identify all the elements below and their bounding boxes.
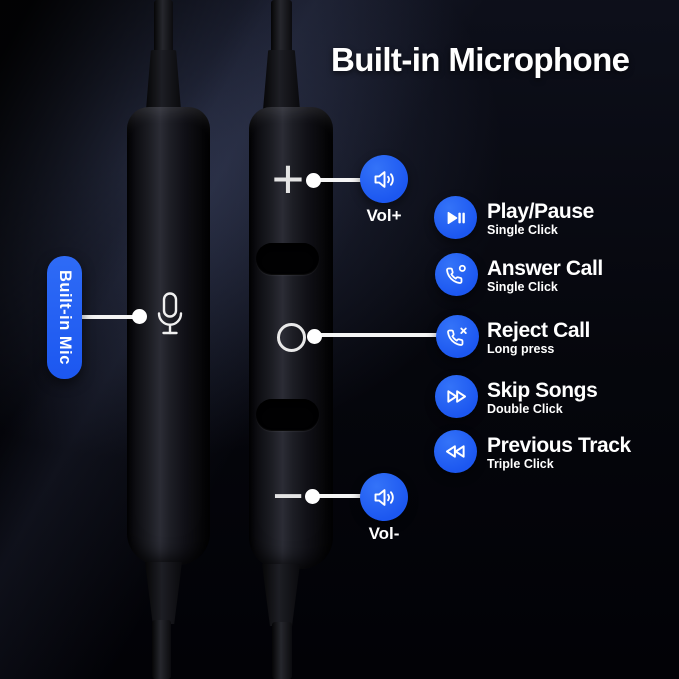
play-pause-icon bbox=[447, 211, 465, 224]
remote-groove-top bbox=[256, 243, 319, 275]
feature-name: Reject Call bbox=[487, 319, 590, 342]
remote-groove-bottom bbox=[256, 399, 319, 431]
skip-songs-icon bbox=[447, 390, 467, 403]
left-strain-relief-bottom bbox=[145, 562, 182, 624]
left-cable-bottom bbox=[152, 620, 171, 679]
feature-action: Single Click bbox=[487, 280, 558, 294]
feature-badge bbox=[436, 315, 479, 358]
vol-up-callout-line bbox=[312, 178, 362, 182]
mic-callout-dot bbox=[132, 309, 147, 324]
feature-item: Answer Call Single Click bbox=[487, 258, 603, 295]
feature-action: Triple Click bbox=[487, 457, 554, 471]
feature-item: Previous Track Triple Click bbox=[487, 435, 631, 472]
vol-up-label: Vol+ bbox=[366, 206, 402, 225]
vol-up-callout-dot bbox=[306, 173, 321, 188]
feature-badge bbox=[435, 253, 478, 296]
remote-strain-relief-top bbox=[263, 50, 300, 110]
volume-down-button: − bbox=[272, 466, 304, 526]
feature-name: Skip Songs bbox=[487, 379, 598, 402]
feature-name: Previous Track bbox=[487, 434, 631, 457]
mic-module bbox=[127, 107, 210, 565]
built-in-mic-label-text: Built-in Mic bbox=[56, 270, 74, 365]
page-title: Built-in Microphone bbox=[331, 41, 630, 78]
answer-call-icon bbox=[446, 264, 466, 284]
feature-action: Single Click bbox=[487, 223, 558, 237]
speaker-icon bbox=[374, 170, 394, 188]
vol-down-callout-dot bbox=[305, 489, 320, 504]
feature-action: Long press bbox=[487, 342, 555, 356]
left-cable-top bbox=[154, 0, 173, 54]
multifunction-callout-line bbox=[314, 333, 438, 337]
remote-strain-relief-bottom bbox=[262, 564, 300, 626]
left-strain-relief-top bbox=[146, 50, 181, 110]
microphone-icon bbox=[157, 292, 183, 335]
feature-badge bbox=[435, 375, 478, 418]
mic-callout-line bbox=[80, 315, 140, 319]
feature-badge bbox=[434, 196, 477, 239]
feature-badge bbox=[434, 430, 477, 473]
built-in-mic-label: Built-in Mic bbox=[47, 256, 82, 379]
speaker-icon bbox=[374, 488, 394, 506]
feature-name: Answer Call bbox=[487, 257, 603, 280]
feature-item: Skip Songs Double Click bbox=[487, 379, 598, 417]
previous-track-icon bbox=[445, 445, 465, 458]
vol-down-label: Vol- bbox=[368, 524, 400, 543]
vol-down-badge bbox=[360, 473, 408, 521]
remote-cable-top bbox=[271, 0, 292, 54]
feature-item: Play/Pause Single Click bbox=[487, 201, 594, 238]
multifunction-callout-dot bbox=[307, 329, 322, 344]
reject-call-icon bbox=[447, 327, 467, 346]
feature-action: Double Click bbox=[487, 402, 563, 416]
vol-down-callout-line bbox=[312, 494, 362, 498]
vol-up-badge bbox=[360, 155, 408, 203]
remote-cable-bottom bbox=[272, 622, 292, 679]
multifunction-button bbox=[277, 323, 306, 352]
feature-name: Play/Pause bbox=[487, 200, 594, 223]
volume-up-button: + bbox=[271, 147, 305, 210]
feature-item: Reject Call Long press bbox=[487, 320, 590, 357]
